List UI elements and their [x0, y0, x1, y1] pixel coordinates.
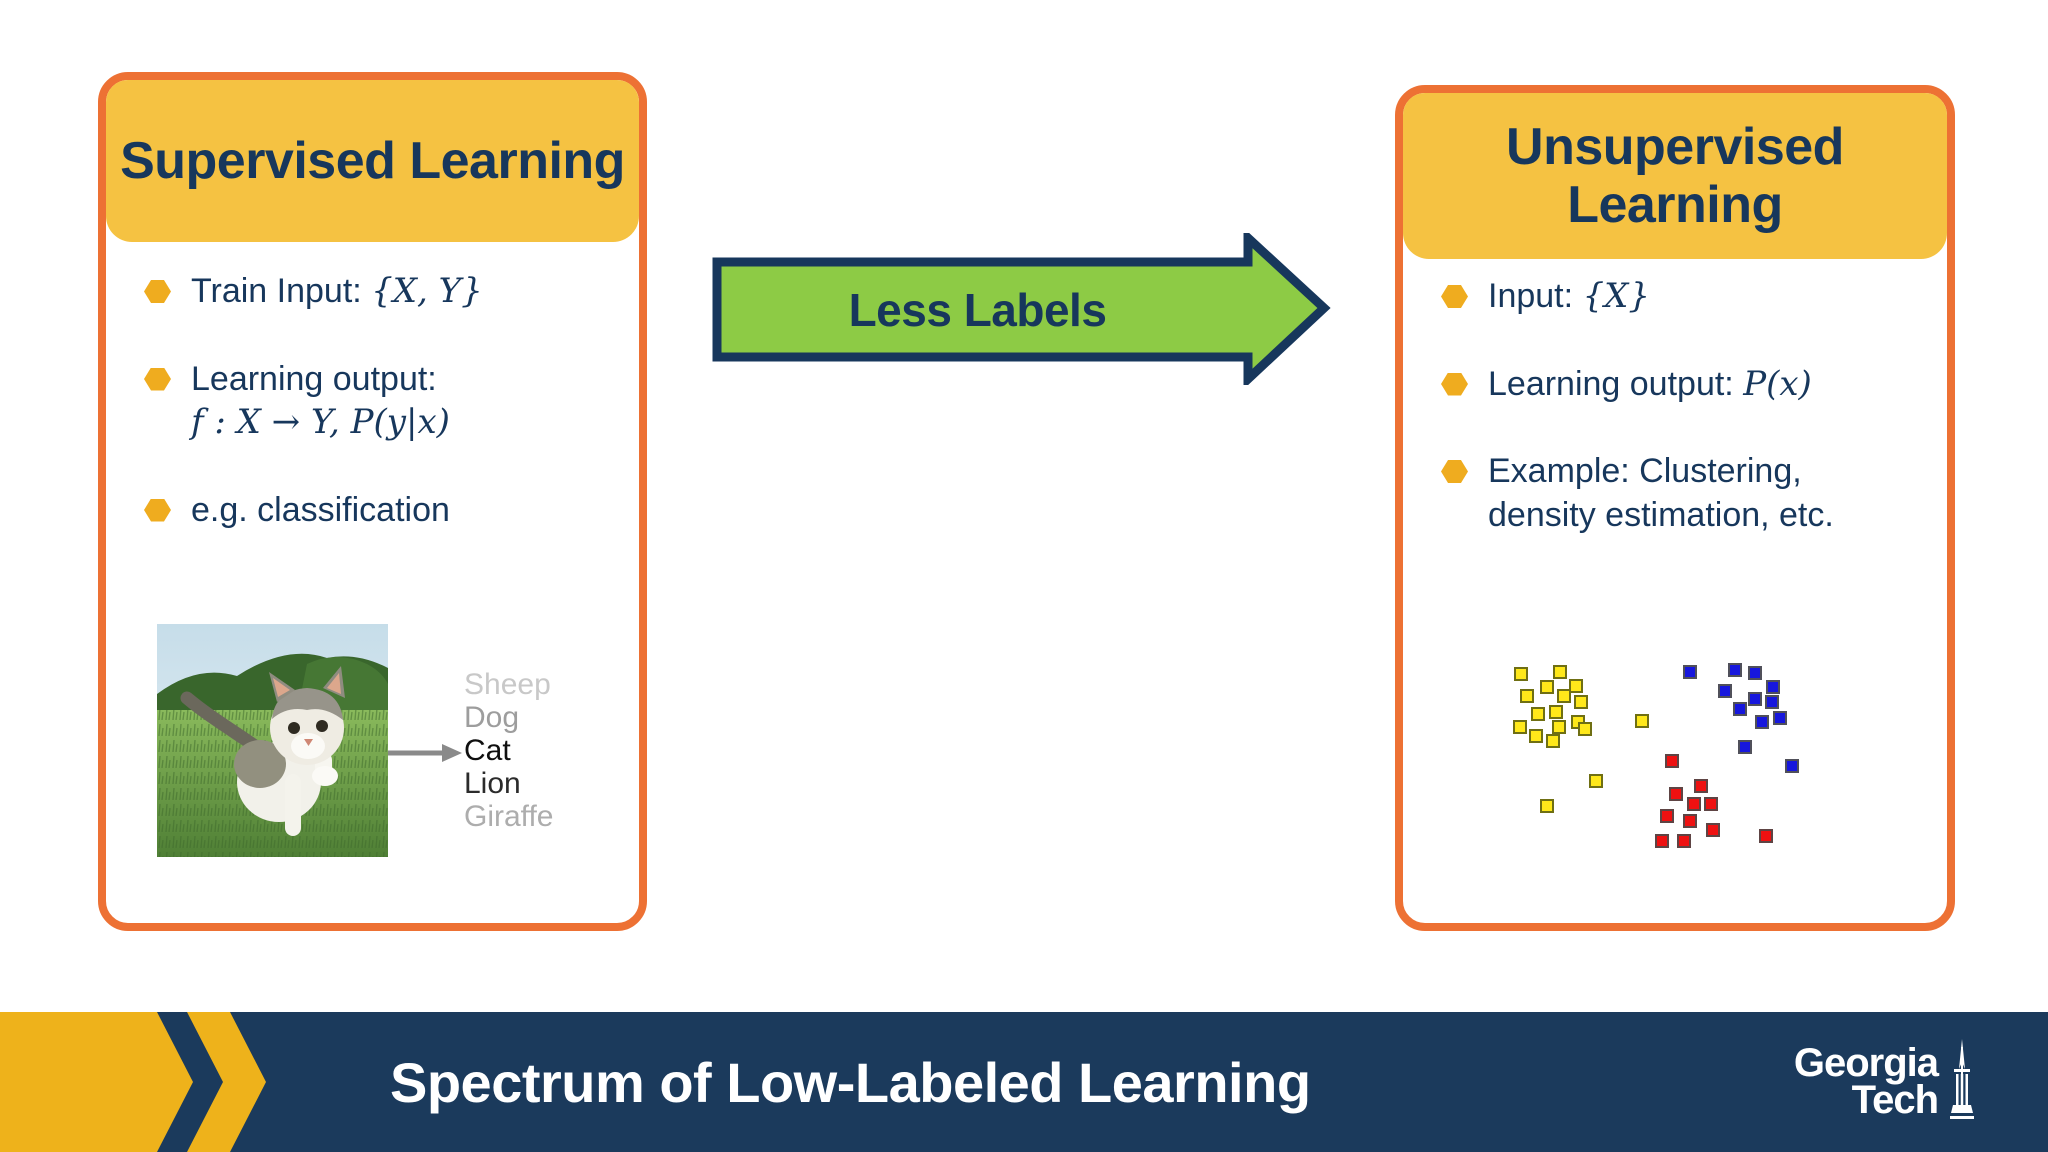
yellow-cluster-square [1556, 689, 1571, 704]
yellow-cluster-square [1589, 773, 1604, 788]
less-labels-label: Less Labels [848, 283, 1107, 336]
blue-cluster-square [1682, 664, 1697, 679]
bullet-text-line2: density estimation, etc. [1488, 495, 1834, 534]
tech-tower-icon [1950, 1039, 1974, 1119]
yellow-cluster-square [1552, 720, 1567, 735]
blue-cluster-square [1755, 714, 1770, 729]
red-cluster-square [1665, 753, 1680, 768]
bullet-text: Train Input: [191, 272, 372, 310]
blue-cluster-square [1738, 740, 1753, 755]
blue-cluster-square [1765, 680, 1780, 695]
bullet-eg-classification: e.g. classification [144, 489, 615, 533]
red-cluster-square [1683, 814, 1698, 829]
classification-label-giraffe: Giraffe [464, 800, 554, 833]
yellow-cluster-square [1539, 799, 1554, 814]
yellow-cluster-square [1549, 704, 1564, 719]
yellow-cluster-square [1531, 706, 1546, 721]
classification-label-dog: Dog [464, 701, 520, 734]
hexagon-bullet-icon [1441, 372, 1468, 396]
footer-bar: Spectrum of Low-Labeled Learning Georgia… [0, 1012, 2048, 1152]
bullet-text: Learning output: [191, 359, 437, 398]
classification-label-sheep: Sheep [464, 668, 551, 701]
bullet-math: P(x) [1743, 363, 1812, 404]
red-cluster-square [1694, 779, 1709, 794]
bullet-math: {X, Y} [371, 271, 483, 311]
georgia-tech-logo: Georgia Tech [1794, 1012, 1976, 1152]
red-cluster-square [1677, 834, 1692, 849]
hexagon-bullet-icon [144, 498, 171, 522]
red-cluster-square [1759, 829, 1774, 844]
cat-photo [157, 624, 388, 857]
unsupervised-learning-box: Unsupervised Learning Input: {X} Learnin… [1395, 85, 1955, 931]
hexagon-bullet-icon [144, 367, 171, 391]
arrow-shape [712, 233, 1331, 385]
red-cluster-square [1660, 809, 1675, 824]
yellow-cluster-square [1529, 729, 1544, 743]
blue-cluster-square [1732, 701, 1747, 716]
bullet-train-input: Train Input: {X, Y} [144, 270, 615, 314]
bullet-learning-output: Learning output: f : X → Y, P(y|x) [144, 358, 615, 445]
classification-label-cat: Cat [464, 734, 511, 767]
cluster-scatter-plot [1480, 640, 1820, 880]
supervised-learning-header: Supervised Learning [106, 80, 639, 242]
red-cluster-square [1686, 797, 1701, 812]
hexagon-bullet-icon [1441, 460, 1468, 484]
bullet-text: Learning output: [1488, 364, 1744, 403]
unsupervised-learning-header: Unsupervised Learning [1403, 93, 1947, 259]
less-labels-arrow: Less Labels [712, 233, 1334, 385]
classification-label-lion: Lion [464, 767, 521, 800]
red-cluster-square [1655, 833, 1670, 848]
blue-cluster-square [1718, 683, 1733, 698]
blue-cluster-square [1748, 692, 1763, 707]
red-cluster-square [1705, 822, 1720, 837]
footer-gold-banner [0, 1012, 193, 1152]
slide-title: Spectrum of Low-Labeled Learning [390, 1050, 1311, 1114]
hexagon-bullet-icon [1441, 285, 1468, 308]
yellow-cluster-square [1553, 665, 1568, 680]
yellow-cluster-square [1568, 679, 1583, 694]
unsupervised-learning-title: Unsupervised Learning [1506, 117, 1844, 234]
red-cluster-square [1703, 796, 1718, 811]
blue-cluster-square [1785, 758, 1800, 773]
bullet-text: e.g. classification [191, 490, 450, 529]
gt-logo-line1: Georgia [1793, 1041, 1939, 1086]
yellow-cluster-square [1578, 722, 1593, 737]
classification-arrow-icon [388, 744, 462, 762]
hexagon-bullet-icon [144, 280, 171, 303]
supervised-bullet-list: Train Input: {X, Y} Learning output: f :… [106, 270, 639, 532]
gt-logo-line2: Tech [1851, 1078, 1939, 1122]
blue-cluster-square [1748, 665, 1763, 680]
bullet-input: Input: {X} [1441, 275, 1923, 319]
bullet-math: f : X → Y, P(y|x) [191, 402, 450, 443]
bullet-example-clustering: Example: Clustering, density estimation,… [1441, 450, 1923, 537]
blue-cluster-square [1764, 694, 1779, 709]
yellow-cluster-square [1635, 714, 1650, 729]
bullet-math: {X} [1582, 276, 1650, 316]
unsupervised-bullet-list: Input: {X} Learning output: P(x) Example… [1403, 275, 1947, 537]
yellow-cluster-square [1546, 734, 1561, 749]
supervised-learning-box: Supervised Learning Train Input: {X, Y} … [98, 72, 647, 931]
bullet-learning-output: Learning output: P(x) [1441, 363, 1923, 407]
blue-cluster-square [1728, 663, 1742, 678]
supervised-learning-title: Supervised Learning [120, 131, 625, 190]
red-cluster-square [1668, 787, 1683, 802]
bullet-text: Example: Clustering, [1488, 452, 1802, 491]
yellow-cluster-square [1573, 694, 1588, 709]
yellow-cluster-square [1513, 667, 1528, 682]
bullet-text: Input: [1488, 277, 1583, 315]
blue-cluster-square [1772, 710, 1787, 725]
yellow-cluster-square [1539, 680, 1554, 695]
yellow-cluster-square [1519, 688, 1534, 703]
yellow-cluster-square [1513, 720, 1528, 735]
